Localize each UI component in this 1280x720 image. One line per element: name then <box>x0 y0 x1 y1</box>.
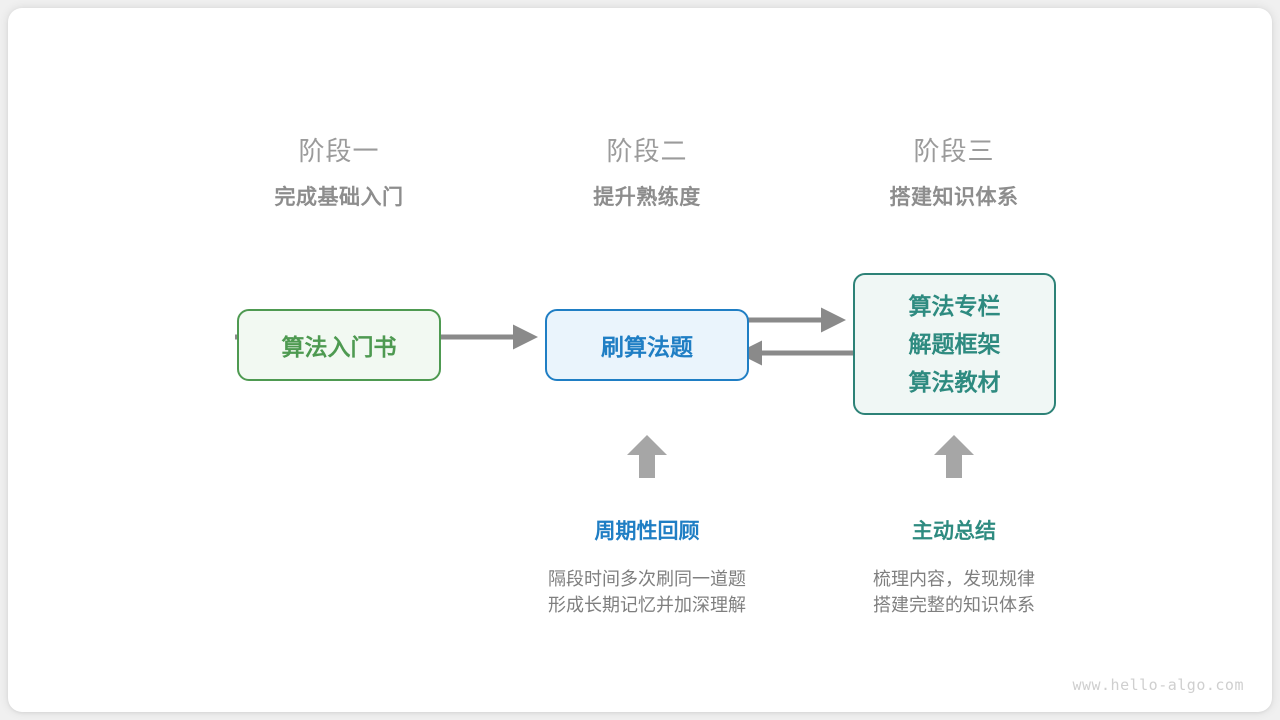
annotation-review-desc: 隔段时间多次刷同一道题 形成长期记忆并加深理解 <box>497 566 797 618</box>
annotation-periodic-review: 周期性回顾 隔段时间多次刷同一道题 形成长期记忆并加深理解 <box>497 518 797 618</box>
stage-header-3: 阶段三 搭建知识体系 <box>824 135 1084 213</box>
arrow-up-review <box>627 435 667 478</box>
annotation-summary-desc-line-1: 梳理内容，发现规律 <box>873 569 1035 589</box>
stage-title-2: 阶段二 <box>606 136 688 166</box>
stage-header-1: 阶段一 完成基础入门 <box>209 135 469 213</box>
node-knowledge-system[interactable]: 算法专栏 解题框架 算法教材 <box>853 273 1056 415</box>
arrow-up-summary <box>934 435 974 478</box>
node-book-label: 算法入门书 <box>281 334 397 360</box>
annotation-summary-desc-line-2: 搭建完整的知识体系 <box>873 595 1035 615</box>
annotation-review-title: 周期性回顾 <box>594 520 700 543</box>
annotation-review-desc-line-1: 隔段时间多次刷同一道题 <box>548 569 746 589</box>
stage-subtitle-2: 提升熟练度 <box>593 186 701 209</box>
annotation-summary-title: 主动总结 <box>912 520 996 543</box>
annotation-review-desc-line-2: 形成长期记忆并加深理解 <box>548 595 746 615</box>
node-practice-problems[interactable]: 刷算法题 <box>545 309 749 381</box>
stage-header-2: 阶段二 提升熟练度 <box>517 135 777 213</box>
stage-title-3: 阶段三 <box>913 136 995 166</box>
node-system-line-3: 算法教材 <box>908 369 1001 395</box>
annotation-summary-desc: 梳理内容，发现规律 搭建完整的知识体系 <box>804 566 1104 618</box>
stage-title-1: 阶段一 <box>298 136 380 166</box>
annotation-active-summary: 主动总结 梳理内容，发现规律 搭建完整的知识体系 <box>804 518 1104 618</box>
node-system-line-2: 解题框架 <box>908 331 1001 357</box>
node-practice-label: 刷算法题 <box>601 334 693 360</box>
diagram-canvas: 阶段一 完成基础入门 阶段二 提升熟练度 阶段三 搭建知识体系 算法入门书 刷算… <box>8 8 1272 712</box>
stage-subtitle-1: 完成基础入门 <box>274 186 404 209</box>
stage-subtitle-3: 搭建知识体系 <box>889 186 1019 209</box>
watermark-url: www.hello-algo.com <box>1072 676 1244 694</box>
node-algorithm-intro-book[interactable]: 算法入门书 <box>237 309 441 381</box>
node-system-line-1: 算法专栏 <box>908 293 1001 319</box>
